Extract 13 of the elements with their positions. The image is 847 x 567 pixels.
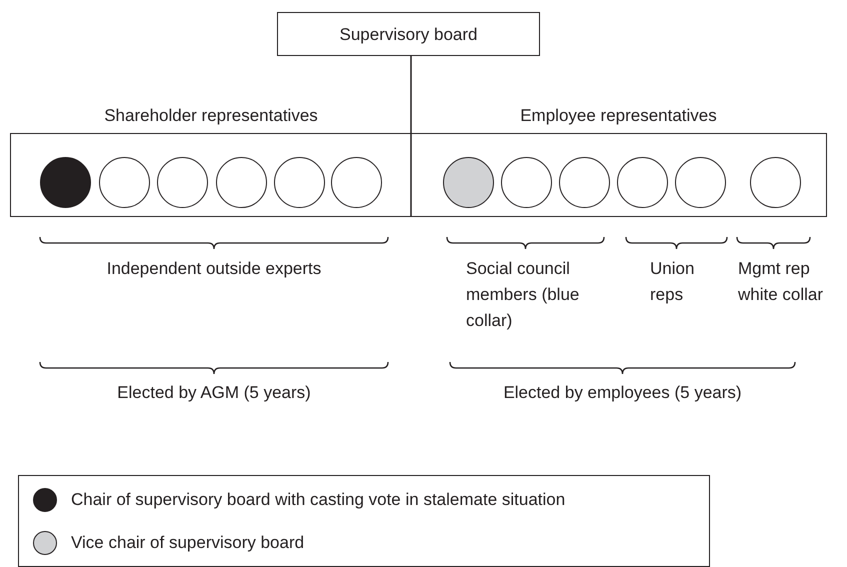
- group-heading: Shareholder representatives: [103, 105, 319, 127]
- group-heading: Employee representatives: [519, 105, 718, 127]
- bracket-label: Mgmt rep white collar: [738, 258, 824, 306]
- box-title: Supervisory board: [338, 24, 478, 46]
- connector-line: [410, 56, 412, 133]
- bracket-label: Social council members (blue collar): [466, 258, 580, 332]
- bracket-label: Union reps: [650, 258, 696, 306]
- bracket-label: Independent outside experts: [106, 258, 322, 280]
- bracket-label: Elected by employees (5 years): [502, 382, 743, 404]
- legend-text: Chair of supervisory board with casting vote in stalemate situation: [71, 489, 566, 511]
- bracket-label: Elected by AGM (5 years): [116, 382, 312, 404]
- board-box: [277, 12, 540, 56]
- legend-text: Vice chair of supervisory board: [71, 532, 304, 554]
